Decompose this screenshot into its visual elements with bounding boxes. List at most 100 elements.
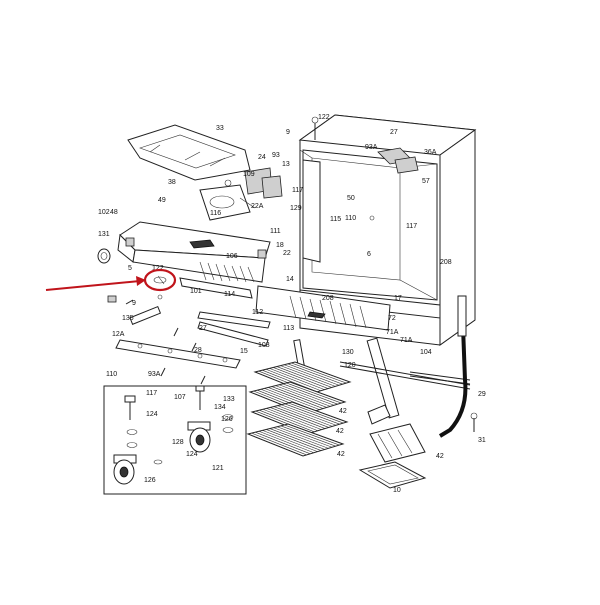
callout-15: 15 (240, 348, 248, 355)
callout-14: 14 (286, 276, 294, 283)
callout-114: 114 (224, 291, 235, 298)
callout-117: 117 (146, 390, 157, 397)
callout-72: 72 (388, 315, 396, 322)
callout-135: 135 (122, 315, 134, 322)
callout-42: 42 (337, 451, 345, 458)
callout-121: 121 (212, 465, 224, 472)
callout-93a: 93A (365, 144, 378, 151)
callout-111: 111 (270, 228, 281, 235)
callout-120: 120 (344, 362, 356, 369)
toe-grille-strip (197, 311, 271, 347)
kick-plate-front (255, 285, 391, 331)
callout-133: 133 (223, 396, 235, 403)
callout-24: 24 (258, 154, 266, 161)
callout-27: 27 (390, 129, 398, 136)
callout-110: 110 (345, 215, 356, 222)
wire-shelf (246, 423, 345, 457)
hinge-pin (129, 305, 162, 325)
callout-48: 48 (110, 209, 118, 216)
callout-124: 124 (186, 451, 198, 458)
callout-126: 126 (144, 477, 156, 484)
callout-42: 42 (436, 453, 444, 460)
callout-124: 124 (146, 411, 158, 418)
callout-122: 122 (152, 265, 164, 272)
knob (97, 248, 111, 264)
callout-31: 31 (478, 437, 486, 444)
highlight-circle (143, 268, 177, 292)
callout-35: 35 (0, 0, 8, 2)
callout-130: 130 (342, 349, 354, 356)
callout-106: 106 (226, 253, 238, 260)
small-screws (107, 294, 163, 305)
callout-134: 134 (214, 404, 226, 411)
callout-9: 9 (132, 300, 136, 307)
callout-102: 102 (98, 209, 110, 216)
callout-117: 117 (292, 187, 303, 194)
callout-117: 117 (406, 223, 417, 230)
callout-110: 110 (106, 371, 117, 378)
callout-128: 128 (172, 439, 184, 446)
callout-115: 115 (330, 216, 341, 223)
control-panel (117, 221, 271, 283)
callout-71a: 71A (400, 337, 413, 344)
leveling-leg-part (153, 275, 167, 285)
callout-13: 13 (282, 161, 290, 168)
callout-22: 22 (283, 250, 291, 257)
support-bar (366, 337, 400, 419)
callout-103: 103 (258, 342, 270, 349)
callout-18: 18 (276, 242, 284, 249)
callout-33: 33 (216, 125, 224, 132)
callout-49: 49 (158, 197, 166, 204)
callout-22a: 22A (251, 203, 264, 210)
callout-36a: 36A (424, 149, 437, 156)
base-rail (115, 339, 241, 369)
callout-112: 112 (252, 309, 263, 316)
callout-122: 122 (318, 114, 330, 121)
wire-shelf (248, 381, 347, 415)
callout-42: 42 (339, 408, 347, 415)
callout-12a: 12A (112, 331, 125, 338)
callout-104: 104 (420, 349, 432, 356)
callout-42: 42 (336, 428, 344, 435)
callout-29: 29 (478, 391, 486, 398)
top-screw (311, 116, 319, 140)
callout-131: 131 (98, 231, 110, 238)
power-cord (438, 295, 468, 438)
top-rail-assembly (127, 124, 251, 181)
cord-screw (470, 412, 478, 432)
callout-9: 9 (286, 129, 290, 136)
callout-10: 10 (393, 487, 401, 494)
red-highlight (45, 268, 177, 292)
callout-57: 57 (422, 178, 430, 185)
highlight-arrowhead (136, 276, 146, 286)
callout-208: 208 (440, 259, 452, 266)
callout-38: 38 (168, 179, 176, 186)
callout-71a: 71A (386, 329, 399, 336)
callout-126: 126 (221, 416, 233, 423)
drain-rod (339, 361, 471, 390)
bottle-rack (367, 404, 426, 463)
highlight-arrow (45, 280, 141, 291)
callout-93: 93 (272, 152, 280, 159)
kick-plate-left (179, 277, 253, 299)
callout-109: 109 (243, 171, 255, 178)
cabinet-body (298, 114, 477, 346)
rail-screws (160, 327, 206, 385)
callout-129: 129 (290, 205, 302, 212)
callout-113: 113 (283, 325, 294, 332)
callout-101: 101 (190, 288, 202, 295)
callout-50: 50 (347, 195, 355, 202)
callout-208: 208 (322, 295, 334, 302)
callout-107: 107 (174, 394, 186, 401)
caster-inset-box (103, 385, 247, 495)
drip-tray (358, 461, 427, 489)
callout-116: 116 (210, 210, 221, 217)
callout-17: 17 (394, 295, 402, 302)
wire-shelves (246, 361, 352, 457)
fan-duct (199, 184, 256, 221)
callout-93a: 93A (148, 371, 161, 378)
callout-27: 27 (199, 325, 207, 332)
